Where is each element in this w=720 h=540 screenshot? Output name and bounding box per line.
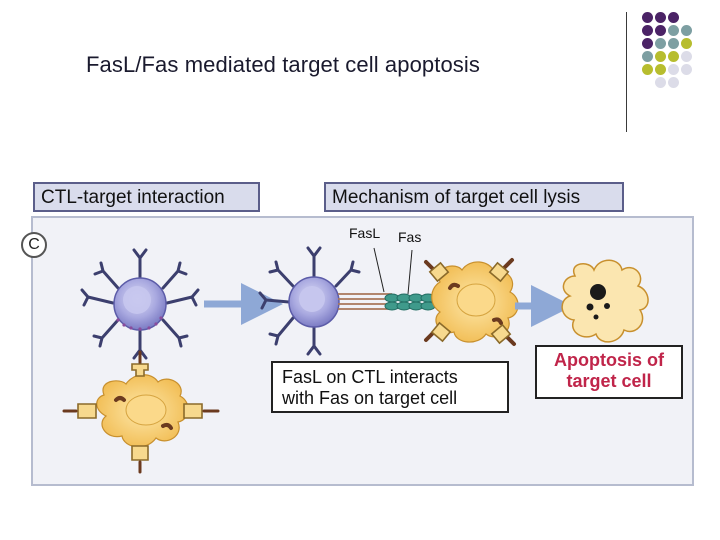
decorative-dot [668,25,679,36]
decorative-dot [681,38,692,49]
decorative-dot [655,77,666,88]
decorative-dot [668,77,679,88]
decorative-dot [668,51,679,62]
target-cell-left [62,350,220,474]
ctl-cell-left [80,248,200,360]
decorative-dot [642,51,653,62]
decorative-dot-grid [642,12,694,90]
apoptotic-cell [561,259,649,343]
target-cell-middle [424,258,519,346]
decorative-dot [642,25,653,36]
callout-line-2: with Fas on target cell [282,388,458,408]
fasl-fas-bridge [338,247,436,311]
decorative-dot [655,12,666,23]
decorative-dot [655,64,666,75]
apoptosis-line-1: Apoptosis of [554,350,664,370]
callout-line-1: FasL on CTL interacts [282,367,458,387]
header-ctl-target-interaction: CTL-target interaction [33,182,260,212]
decorative-dot [668,12,679,23]
decorative-dot [642,12,653,23]
decorative-dot [642,64,653,75]
ctl-cell-middle [258,246,361,356]
decorative-dot [655,51,666,62]
callout-apoptosis: Apoptosis of target cell [535,345,683,399]
callout-fasl-interaction: FasL on CTL interacts with Fas on target… [271,361,509,413]
decorative-dot [655,38,666,49]
decorative-dot [668,38,679,49]
label-fasl: FasL [349,225,381,241]
title-divider [626,12,627,132]
decorative-dot [681,64,692,75]
decorative-dot [642,38,653,49]
decorative-dot [681,25,692,36]
decorative-dot [681,51,692,62]
decorative-dot [668,64,679,75]
panel-letter: C [21,232,47,258]
slide-title: FasL/Fas mediated target cell apoptosis [86,52,480,77]
apoptosis-line-2: target cell [566,371,652,391]
decorative-dot [655,25,666,36]
label-fas: Fas [398,229,422,245]
header-mechanism-of-lysis: Mechanism of target cell lysis [324,182,624,212]
